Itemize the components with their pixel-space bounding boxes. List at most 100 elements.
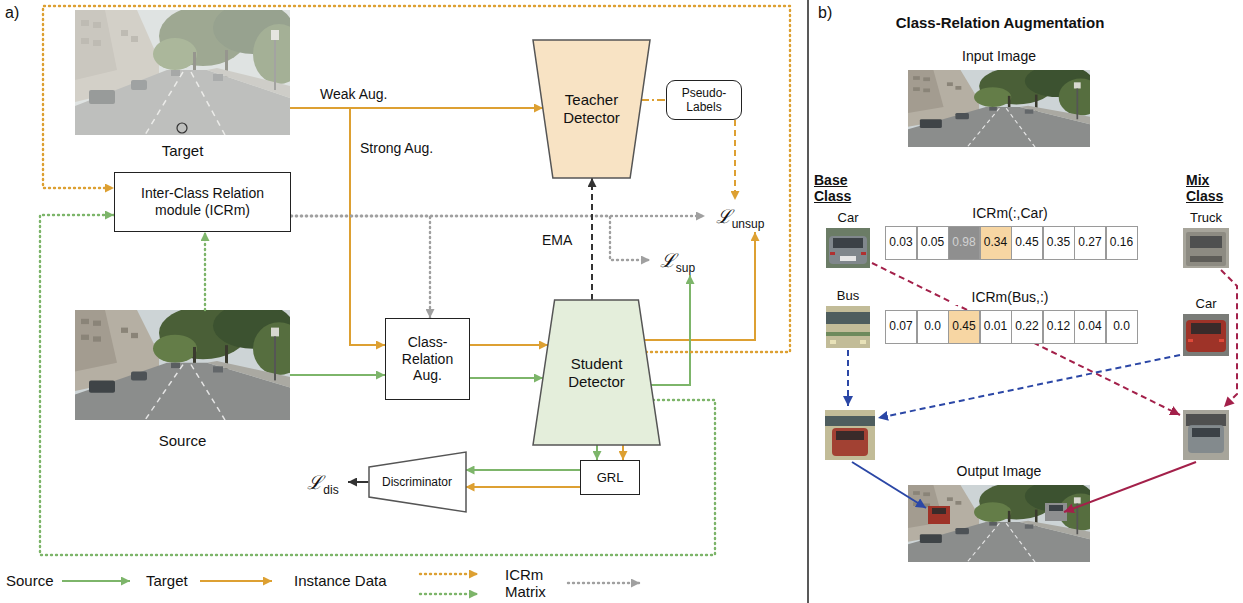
source-photo: [75, 303, 305, 420]
paste-arrow: [852, 462, 926, 508]
text-group: Input Image: [962, 48, 1036, 65]
image-caption: Car: [1196, 296, 1217, 312]
mixed-patch: [825, 410, 875, 460]
image-caption: Bus: [837, 288, 859, 304]
target-photo: [75, 2, 305, 135]
rect-shape: [1191, 323, 1221, 334]
text-group: Bus: [837, 288, 859, 304]
loss-term: ℒunsup: [705, 200, 775, 232]
mix-arrows: [848, 263, 1237, 512]
legend-entry: ICRm Matrix: [505, 566, 557, 601]
image-node: Car: [822, 210, 874, 268]
text-group: Inter-Class Relation module (ICRm): [120, 185, 285, 219]
trapezoid-block: Student Detector: [533, 300, 660, 445]
connector: [641, 99, 666, 101]
loss-symbol: ℒ: [307, 471, 323, 493]
connector: [43, 6, 790, 352]
rect-shape: [832, 428, 868, 456]
image-node: Output Image: [908, 463, 1090, 563]
box-label: Discriminator: [382, 475, 452, 489]
connector: [644, 232, 755, 340]
connector: [290, 374, 385, 376]
rect-shape: [836, 431, 864, 440]
rect-shape: [1183, 410, 1229, 460]
rect-shape: [1190, 256, 1222, 262]
image-node: Car: [1178, 296, 1234, 356]
legend-text: Instance Data: [294, 572, 387, 589]
connector: [466, 486, 581, 488]
loss-term: ℒdis: [298, 467, 348, 497]
image-caption: Target: [162, 142, 204, 160]
connector: [622, 445, 624, 460]
loss-subscript: dis: [323, 483, 338, 497]
text-group: Student Detector: [555, 355, 639, 391]
table-cell: 0.05: [917, 226, 949, 260]
text-group: Discriminator: [382, 475, 452, 489]
process-box: Pseudo-Labels: [666, 80, 742, 120]
text-group: Car: [838, 210, 859, 226]
rect-shape: [1188, 339, 1193, 342]
image-caption: Truck: [1190, 210, 1222, 226]
rect-shape: [1192, 428, 1220, 437]
legend-sample: [420, 593, 478, 595]
paste-arrow: [1064, 462, 1196, 512]
rect-shape: [1190, 236, 1222, 248]
hood-ornament: [177, 123, 187, 133]
text-group: Source: [159, 432, 207, 450]
edge-label: Weak Aug.: [318, 86, 389, 102]
legend-entry: Instance Data: [294, 572, 387, 589]
process-box: GRL: [580, 460, 640, 495]
mix-arrow: [847, 350, 849, 406]
connector: [466, 469, 581, 471]
process-box: Inter-Class Relation module (ICRm): [114, 172, 291, 232]
connector: [470, 344, 548, 346]
table-cell: 0.34: [980, 226, 1012, 260]
text-group: ℒunsup: [716, 205, 765, 228]
annotation: ICRm(Bus,:): [950, 289, 1070, 305]
text-group: Car: [1196, 296, 1217, 312]
rect-shape: [840, 256, 856, 261]
annotation: Class-Relation Augmentation: [860, 14, 1140, 31]
trapezoid-block: Teacher Detector: [533, 40, 650, 178]
table-cell: 0.16: [1106, 226, 1138, 260]
pasted-patch: [932, 508, 946, 514]
rect-shape: [860, 340, 866, 344]
text-group: GRL: [597, 470, 624, 486]
text-group: Target: [162, 142, 204, 160]
table-cell: 0.45: [1011, 226, 1043, 260]
legend-text: Target: [146, 572, 188, 589]
legend-entry: Source: [6, 572, 54, 589]
bus-patch: [826, 306, 870, 348]
red-car-patch: [1183, 314, 1229, 356]
rect-shape: [826, 312, 870, 324]
rect-shape: [830, 252, 835, 255]
input-photo: [908, 65, 1103, 147]
legend-sample: [420, 573, 478, 575]
legend-text: Source: [6, 572, 54, 589]
connector: [596, 445, 598, 460]
box-label: Student Detector: [555, 355, 639, 391]
text-group: ℒdis: [307, 471, 338, 494]
trapezoid-block: Discriminator: [369, 452, 466, 512]
pasted-patch: [1049, 505, 1063, 511]
table-cell: 0.35: [1043, 226, 1075, 260]
rect-shape: [1186, 232, 1226, 266]
loss-term: ℒsup: [650, 245, 705, 275]
process-box: Class-Relation Aug.: [385, 318, 470, 400]
image-caption: Output Image: [957, 463, 1042, 480]
connector: [291, 216, 430, 318]
box-label: Inter-Class Relation module (ICRm): [120, 185, 285, 219]
loss-symbol: ℒ: [716, 205, 732, 227]
rect-shape: [829, 236, 867, 264]
connector: [204, 232, 206, 310]
trapezoid-fill: [533, 40, 650, 178]
rect-shape: [826, 306, 870, 348]
rect-shape: [1188, 425, 1224, 453]
image-caption: Source: [159, 432, 207, 450]
annotation: ICRm(:,Car): [950, 205, 1070, 221]
text-group: Pseudo-Labels: [672, 86, 736, 115]
rect-shape: [833, 238, 863, 248]
loss-subscript: sup: [676, 261, 695, 275]
